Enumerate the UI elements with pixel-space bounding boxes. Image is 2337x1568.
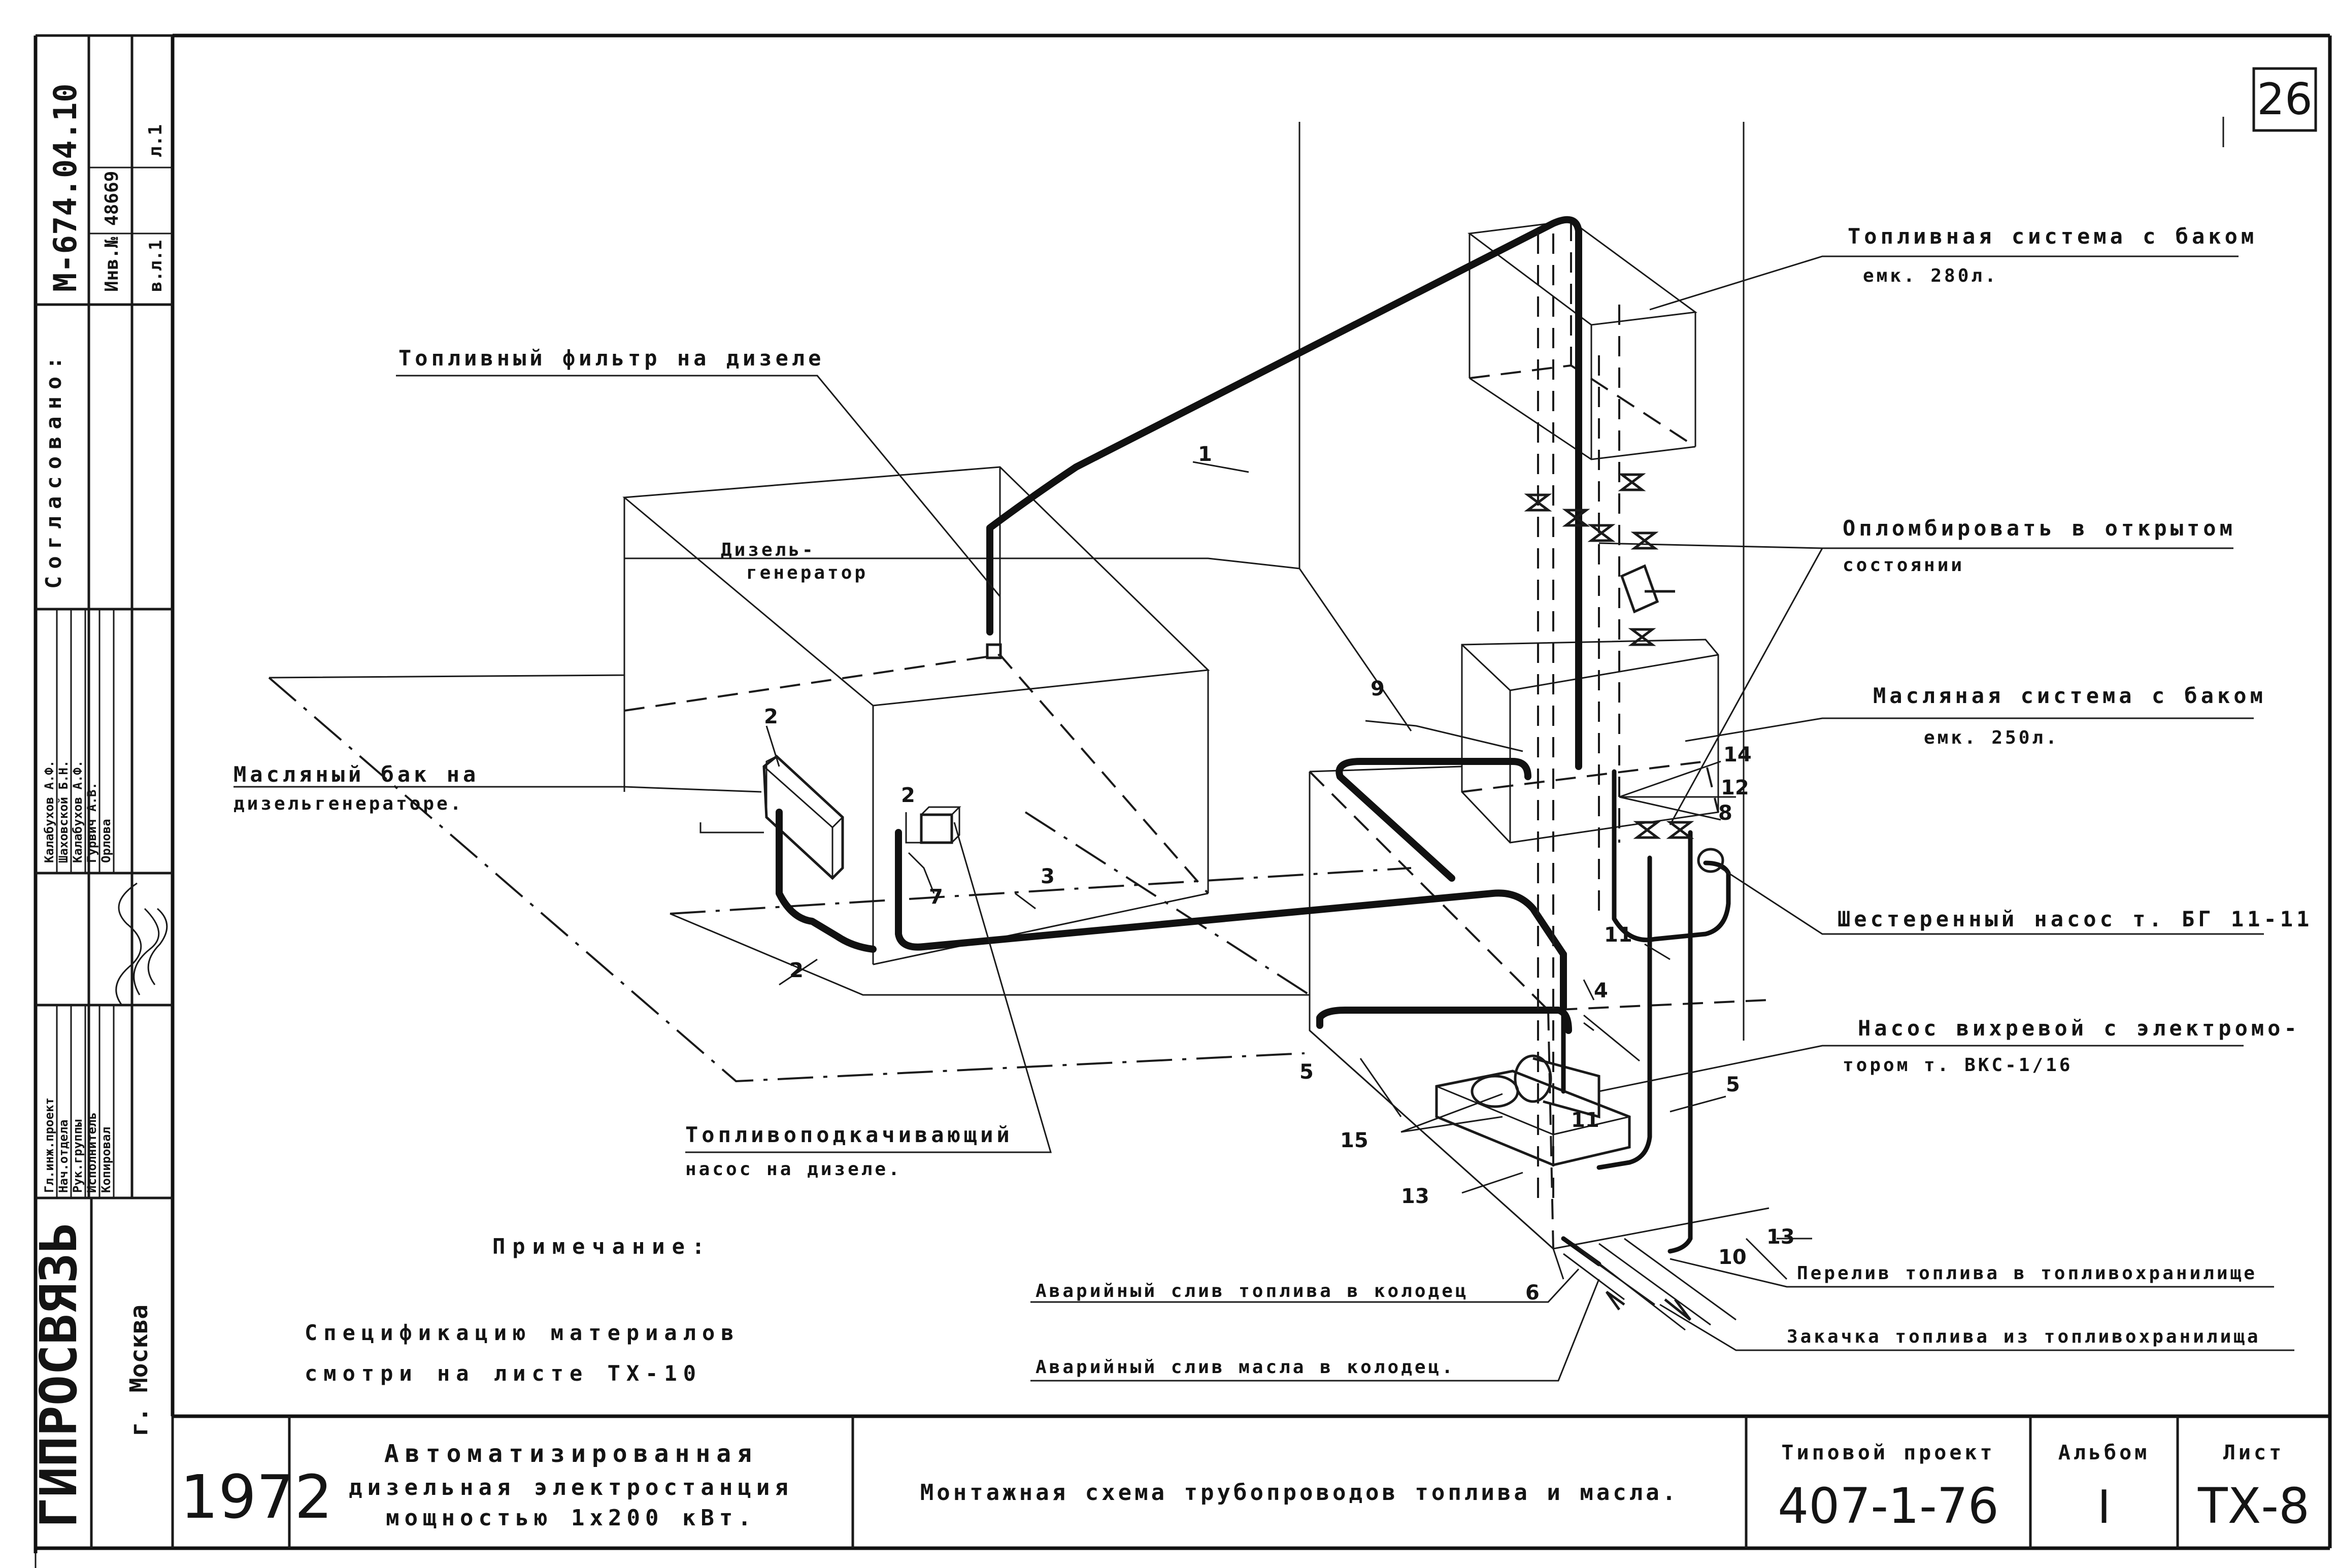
svg-text:Лист: Лист — [2223, 1441, 2284, 1464]
svg-text:Типовой проект: Типовой проект — [1781, 1441, 1995, 1464]
svg-text:в.л.1: в.л.1 — [146, 240, 166, 292]
svg-text:Примечание:: Примечание: — [492, 1234, 712, 1259]
svg-text:Гурвич А.В.: Гурвич А.В. — [85, 782, 99, 863]
svg-text:5: 5 — [1299, 1060, 1314, 1084]
svg-text:Шаховской Б.Н.: Шаховской Б.Н. — [56, 760, 71, 863]
vortex-pump — [1435, 1054, 1631, 1166]
svg-text:Автоматизированная: Автоматизированная — [384, 1440, 758, 1468]
svg-text:Аварийный слив масла в колодец: Аварийный слив масла в колодец. — [1036, 1357, 1455, 1378]
svg-text:Исполнитель: Исполнитель — [85, 1112, 99, 1193]
svg-text:407-1-76: 407-1-76 — [1778, 1478, 1999, 1534]
svg-text:Закачка топлива из топливохран: Закачка топлива из топливохранилища — [1787, 1326, 2261, 1347]
svg-text:8: 8 — [1718, 802, 1732, 825]
svg-text:13: 13 — [1401, 1185, 1429, 1208]
pump-pit — [1309, 765, 1770, 1280]
svg-text:1: 1 — [1198, 443, 1212, 466]
title-block: 1972 Автоматизированная дизельная электр… — [173, 1414, 2330, 1548]
svg-text:Дизель-: Дизель- — [721, 540, 816, 560]
svg-text:Калабухов А.Ф.: Калабухов А.Ф. — [71, 760, 85, 863]
svg-text:2: 2 — [901, 784, 915, 807]
svg-text:Топливный фильтр на дизеле: Топливный фильтр на дизеле — [398, 346, 824, 371]
svg-text:2: 2 — [764, 705, 778, 728]
svg-text:Шестеренный насос т. БГ 11-11: Шестеренный насос т. БГ 11-11 — [1838, 907, 2313, 931]
svg-text:М-674.04.10: М-674.04.10 — [47, 83, 84, 292]
annotation-labels: Топливная система с баком емк. 280л. Топ… — [233, 224, 2313, 1386]
svg-text:Масляная система с баком: Масляная система с баком — [1873, 683, 2266, 708]
svg-text:Рук.группы: Рук.группы — [71, 1119, 85, 1193]
svg-text:26: 26 — [2257, 74, 2312, 125]
vertical-risers — [1537, 233, 1731, 1254]
svg-text:Масляный бак на: Масляный бак на — [233, 762, 479, 787]
signature-scribbles — [115, 882, 168, 1006]
oil-system-tank-box — [1461, 639, 1719, 844]
svg-text:Альбом: Альбом — [2058, 1441, 2150, 1464]
svg-text:12: 12 — [1721, 776, 1749, 799]
svg-text:дизельгенераторе.: дизельгенераторе. — [233, 793, 463, 814]
oil-tank-on-diesel — [699, 754, 844, 880]
pipe-5 — [1316, 951, 1572, 1034]
svg-text:тором т. ВКС-1/16: тором т. ВКС-1/16 — [1843, 1055, 2073, 1076]
svg-text:Орлова: Орлова — [99, 819, 113, 863]
svg-text:дизельная электростанция: дизельная электростанция — [349, 1475, 793, 1500]
svg-text:генератор: генератор — [746, 562, 868, 583]
svg-text:Насос вихревой с электромо-: Насос вихревой с электромо- — [1858, 1016, 2300, 1041]
svg-text:Опломбировать в открытом: Опломбировать в открытом — [1843, 516, 2236, 541]
svg-text:Калабухов А.Ф.: Калабухов А.Ф. — [42, 760, 56, 863]
svg-text:I: I — [2097, 1481, 2111, 1534]
svg-text:2: 2 — [789, 959, 804, 982]
svg-text:Спецификацию материалов: Спецификацию материалов — [305, 1320, 740, 1345]
diesel-generator-block — [622, 466, 1210, 965]
oil-pipe-2 — [776, 809, 877, 953]
svg-text:л.1: л.1 — [145, 124, 166, 157]
svg-text:13: 13 — [1766, 1225, 1795, 1249]
svg-text:ГИПРОСВЯЗЬ: ГИПРОСВЯЗЬ — [29, 1222, 88, 1528]
svg-text:Копировал: Копировал — [99, 1127, 113, 1193]
svg-text:емк. 280л.: емк. 280л. — [1863, 265, 1998, 286]
fuel-pipe-1 — [986, 216, 1582, 770]
svg-text:Нач.отдела: Нач.отдела — [56, 1120, 71, 1193]
svg-text:11: 11 — [1604, 923, 1632, 947]
valves — [1524, 473, 1724, 873]
svg-text:емк. 250л.: емк. 250л. — [1924, 727, 2059, 748]
svg-text:6: 6 — [1525, 1281, 1540, 1305]
svg-text:4: 4 — [1594, 979, 1608, 1003]
drain-pipes — [1561, 1236, 1737, 1331]
callout-numbers: 1 2 2 2 3 4 5 5 6 7 8 9 10 11 11 12 13 1… — [764, 443, 1795, 1305]
fuel-pipe-3 — [895, 829, 1567, 958]
pipe-loop-9 — [1336, 758, 1531, 882]
leader-lines — [233, 255, 2294, 1382]
svg-text:14: 14 — [1723, 743, 1752, 766]
svg-text:Перелив топлива в топливохрани: Перелив топлива в топливохранилище — [1797, 1263, 2257, 1284]
svg-text:7: 7 — [929, 885, 943, 909]
svg-text:1972: 1972 — [180, 1462, 332, 1532]
corner-page-number: 26 — [2252, 67, 2317, 132]
svg-text:смотри на листе ТХ-10: смотри на листе ТХ-10 — [305, 1361, 702, 1386]
svg-text:9: 9 — [1371, 677, 1385, 700]
side-stamp: М-674.04.10 Инв.№ 48669 л.1 в.л.1 Соглас… — [29, 34, 174, 1548]
svg-text:3: 3 — [1041, 865, 1055, 888]
booster-pump-box — [905, 806, 961, 844]
svg-text:Монтажная схема трубопроводов: Монтажная схема трубопроводов топлива и … — [920, 1480, 1679, 1506]
svg-text:Инв.№ 48669: Инв.№ 48669 — [102, 171, 122, 292]
fuel-tank-box — [1467, 220, 1697, 460]
svg-text:ТХ-8: ТХ-8 — [2197, 1478, 2310, 1534]
svg-text:г. Москва: г. Москва — [125, 1305, 153, 1437]
svg-text:Согласовано:: Согласовано: — [41, 350, 66, 589]
svg-text:Топливная система с баком: Топливная система с баком — [1848, 224, 2257, 249]
room-outline — [268, 117, 2224, 1083]
svg-text:Аварийный слив топлива в колод: Аварийный слив топлива в колодец — [1036, 1281, 1469, 1302]
svg-text:Топливоподкачивающий: Топливоподкачивающий — [685, 1122, 1013, 1147]
svg-text:10: 10 — [1718, 1246, 1747, 1269]
svg-text:мощностью 1х200 кВт.: мощностью 1х200 кВт. — [386, 1505, 756, 1531]
svg-text:насос на дизеле.: насос на дизеле. — [685, 1159, 902, 1180]
svg-text:состоянии: состоянии — [1843, 555, 1964, 576]
svg-text:11: 11 — [1571, 1109, 1599, 1132]
svg-text:Гл.инж.проект: Гл.инж.проект — [42, 1097, 56, 1193]
svg-text:15: 15 — [1340, 1129, 1368, 1152]
svg-text:5: 5 — [1726, 1073, 1740, 1096]
sheet-frame — [34, 34, 2332, 1568]
